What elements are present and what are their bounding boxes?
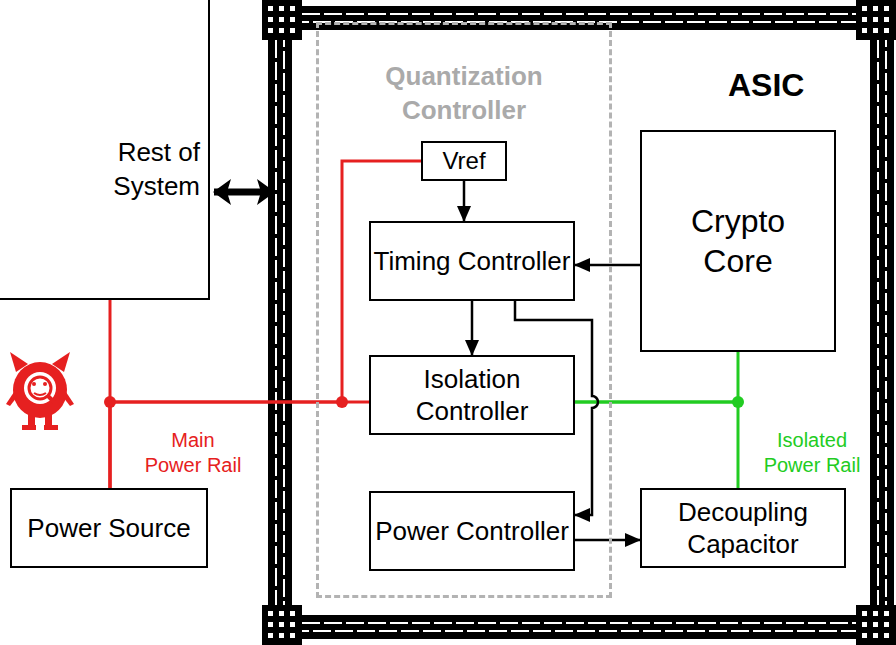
process-box: Timing Controller — [369, 221, 575, 301]
process-box: Crypto Core — [640, 130, 836, 352]
node-label: Rest of System — [100, 135, 200, 203]
node-label: Isolation Controller — [371, 363, 573, 427]
connector — [575, 402, 738, 488]
process-box: Power Source — [10, 488, 208, 568]
node-label: Vref — [442, 147, 485, 175]
asic-chip: ASIC Quantization ControllerVrefTiming Co… — [262, 0, 896, 645]
process-box: Decoupling Capacitor — [640, 488, 846, 568]
connector — [575, 264, 640, 267]
node-label: Crypto Core — [673, 201, 803, 281]
rail-label: Isolated Power Rail — [757, 428, 867, 478]
process-box: Isolation Controller — [369, 355, 575, 435]
node-label: Quantization Controller — [324, 59, 604, 127]
connector — [575, 539, 640, 542]
controller-group: Quantization ControllerVrefTiming Contro… — [316, 22, 612, 598]
node-label: Power Controller — [375, 515, 569, 547]
connector — [214, 189, 274, 196]
connector — [575, 352, 738, 402]
process-box: Power Controller — [369, 491, 575, 571]
node-label: Timing Controller — [374, 245, 571, 277]
connector — [463, 181, 466, 221]
connector — [471, 301, 474, 355]
node-label: Power Source — [27, 512, 190, 544]
node-label: ASIC — [728, 66, 804, 104]
process-box: Vref — [421, 141, 507, 181]
node-label: Decoupling Capacitor — [642, 496, 844, 560]
connector — [110, 402, 369, 488]
system-block: Rest of System — [0, 0, 210, 300]
connector — [110, 161, 421, 488]
rail-label: Main Power Rail — [143, 428, 243, 478]
